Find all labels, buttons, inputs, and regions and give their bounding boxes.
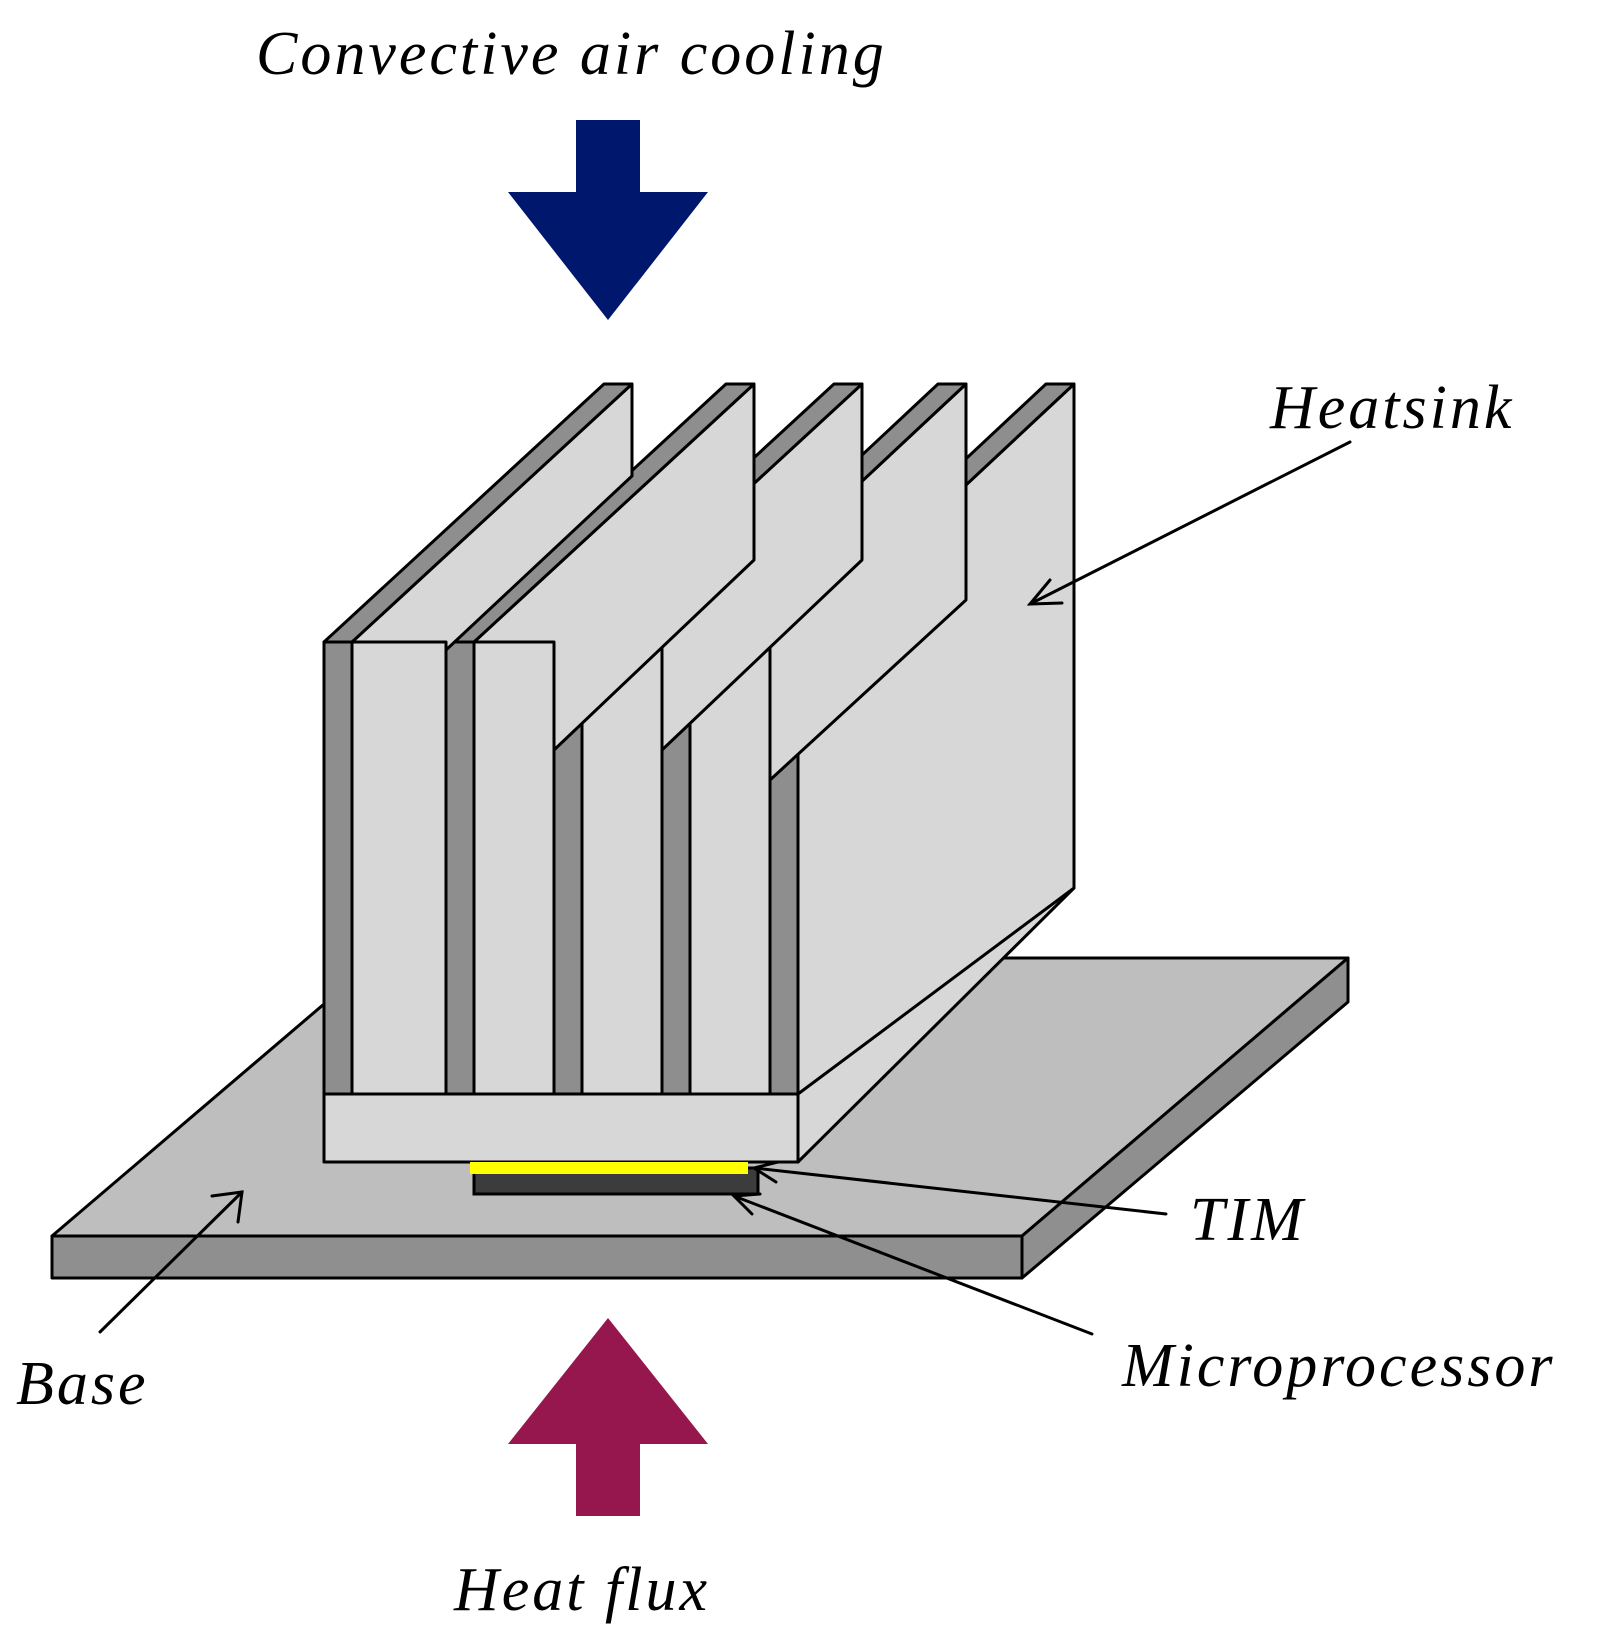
base-leader-arrow [98, 1190, 244, 1334]
heat-flux-label: Heat flux [453, 1556, 710, 1624]
heatsink-leader-arrow [1026, 440, 1352, 606]
microprocessor-leader-arrow [730, 1192, 1094, 1336]
tim-label: TIM [1190, 1186, 1306, 1254]
heatsink-label: Heatsink [1269, 374, 1514, 442]
cooling-arrow [508, 120, 708, 320]
fin [322, 382, 634, 1096]
leader-lines [98, 440, 1352, 1336]
heatsink-block [322, 1092, 800, 1164]
tim-leader-arrow [750, 1160, 1168, 1216]
base-plate-side [1020, 956, 1350, 1280]
microprocessor-label: Microprocessor [1121, 1332, 1555, 1400]
base-label: Base [16, 1350, 149, 1418]
cooling-label: Convective air cooling [256, 20, 887, 88]
tim-layer [470, 1162, 748, 1174]
heatsink [322, 382, 1076, 1164]
heat-flux-arrow [508, 1318, 708, 1516]
base-plate-front [50, 1234, 1024, 1280]
